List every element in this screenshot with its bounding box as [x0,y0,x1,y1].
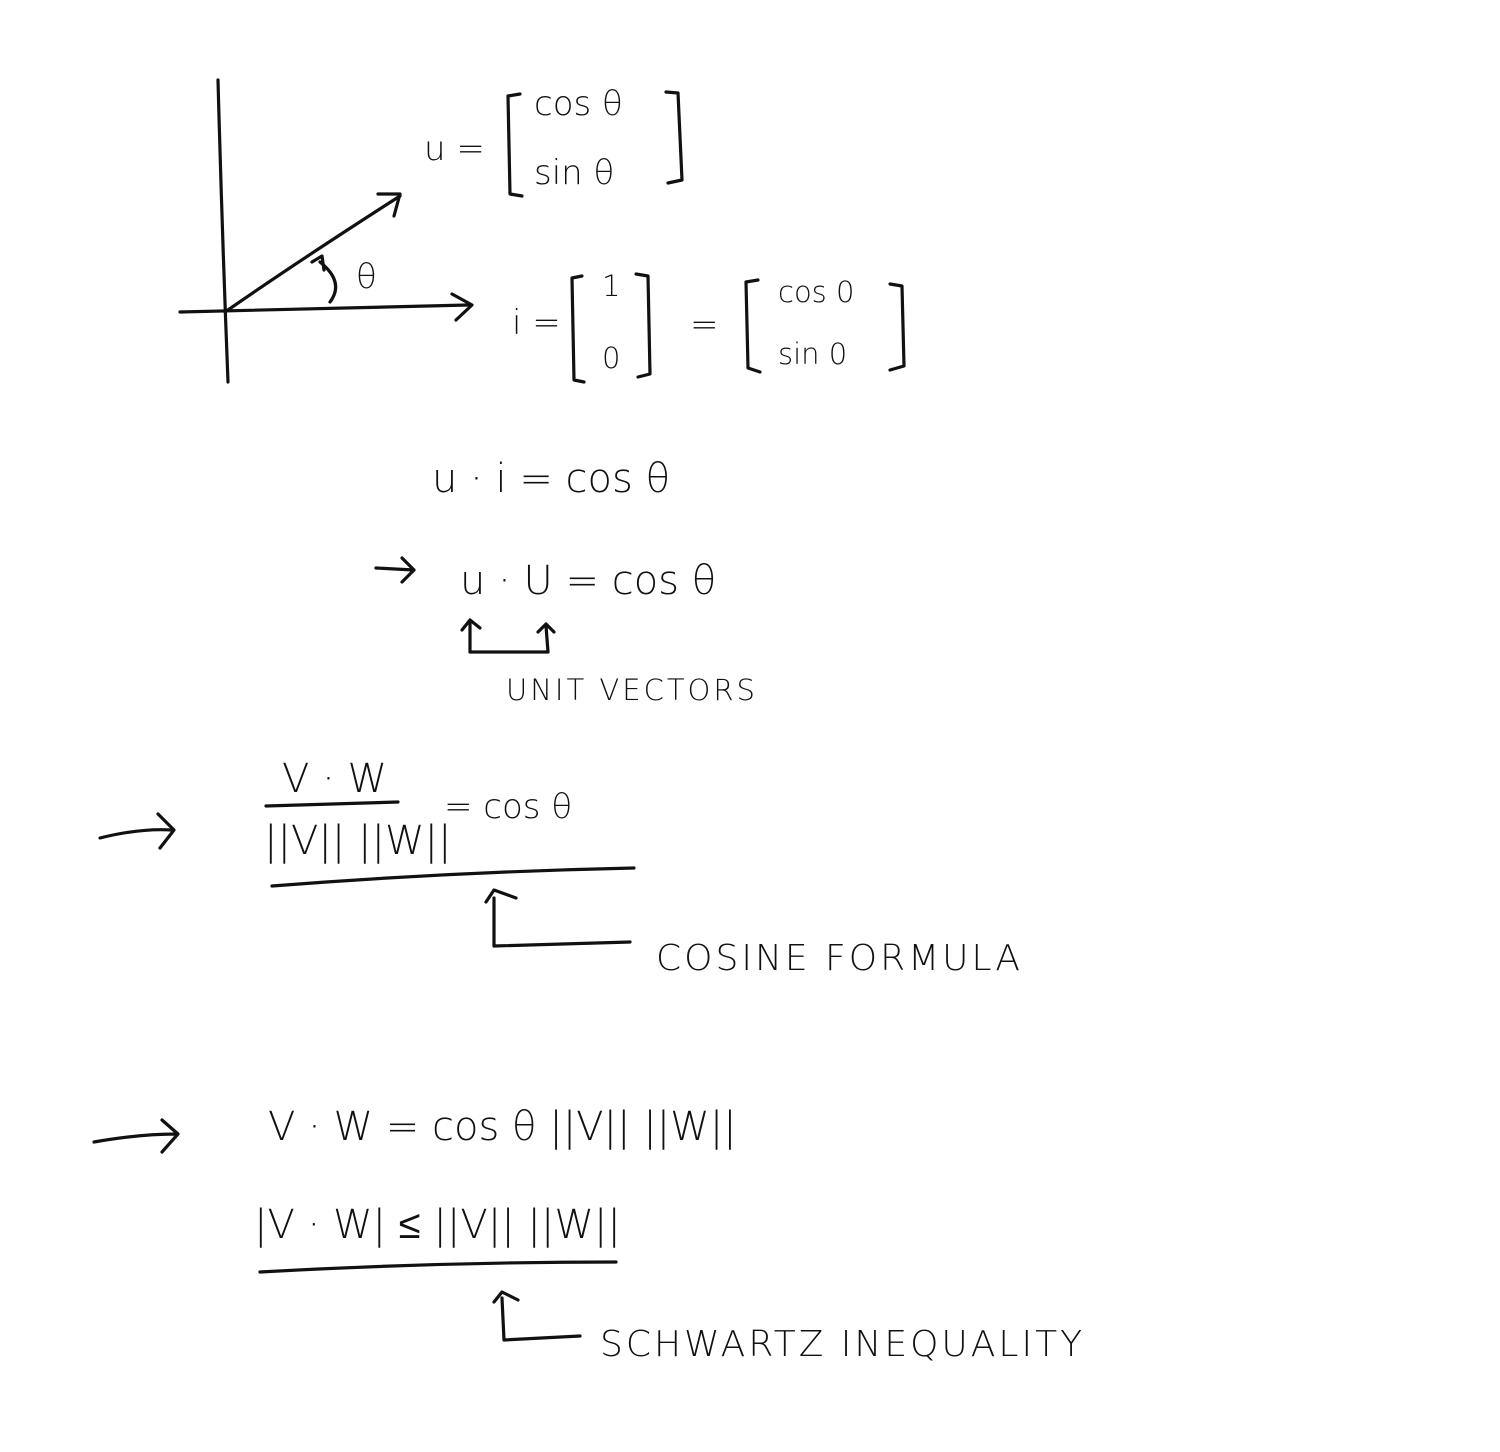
implies-arrow-3 [92,1118,180,1154]
i-alt-right-bracket [888,282,906,372]
i-alt-row2: sin 0 [778,337,847,371]
vector-u-shaft [223,194,402,314]
i-alt-left-bracket [744,278,762,374]
cosine-formula-group: V · W ||V|| ||W|| = cos θ COSINE FORMULA [98,756,1023,979]
i-alt-row1: cos 0 [778,275,854,309]
vector-u-arrow [223,192,402,314]
schwartz-expression: |V · W| ≤ ||V|| ||W|| [254,1202,621,1248]
unit-vectors-label: UNIT VECTORS [506,673,758,707]
cosine-rhs: = cos θ [444,787,572,827]
schwartz-group: |V · W| ≤ ||V|| ||W|| SCHWARTZ INEQUALIT… [254,1202,1085,1365]
equation-vw-expanded: V · W = cos θ ||V|| ||W|| [268,1104,737,1150]
cosine-formula-label: COSINE FORMULA [656,938,1023,979]
equation-u-dot-i: u · i = cos θ [432,456,670,502]
unit-vectors-arrowhead-right [536,622,556,634]
coordinate-axes [178,78,474,384]
vector-u-arrowhead [376,192,402,218]
equation-u-dot-U-group: u · U = cos θ UNIT VECTORS [374,556,758,707]
u-row1: cos θ [534,84,623,124]
i-right-bracket [634,272,652,379]
equation-u-dot-U: u · U = cos θ [460,558,716,604]
schwartz-underline [258,1260,618,1274]
i-lhs: i = [512,303,561,343]
cosine-pointer-arrowhead [484,888,518,904]
u-lhs: u = [424,129,485,169]
schwartz-pointer [500,1296,582,1342]
cosine-numerator: V · W [282,756,387,802]
i-row1: 1 [602,269,620,303]
unit-vectors-bracket [468,620,550,654]
implies-arrow-1 [374,556,416,584]
angle-theta-label: θ [356,257,377,297]
angle-arc-arrowhead [310,254,326,272]
schwartz-label: SCHWARTZ INEQUALITY [600,1324,1085,1365]
u-left-bracket [506,92,524,198]
u-right-bracket [664,90,684,185]
i-definition: i = 1 0 = cos 0 sin 0 [512,269,906,384]
unit-vectors-arrowhead-left [460,618,482,632]
u-definition: u = cos θ sin θ [424,84,684,198]
i-row2: 0 [602,341,620,375]
x-axis-arrowhead [450,292,474,322]
expanded-dot-product-group: V · W = cos θ ||V|| ||W|| [92,1104,737,1154]
implies-arrow-2 [98,812,176,850]
cosine-denominator: ||V|| ||W|| [264,818,451,864]
i-left-bracket [570,274,586,384]
x-axis [178,303,470,314]
schwartz-pointer-arrowhead [492,1290,520,1304]
u-row2: sin θ [534,153,614,193]
cosine-underline [270,866,636,888]
angle-marker: θ [310,254,377,304]
y-axis [216,78,230,384]
cosine-fraction-bar [264,800,400,808]
i-equals: = [690,305,719,345]
cosine-pointer [492,896,632,948]
